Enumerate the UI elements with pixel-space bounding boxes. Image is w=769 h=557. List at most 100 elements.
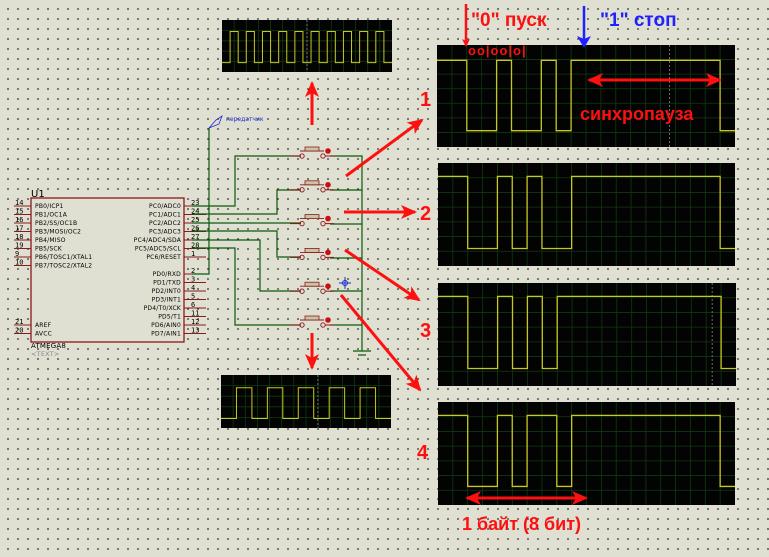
chip-ref-label: U1 [31, 189, 45, 200]
chip-pin-label: PC4/ADC4/SDA [134, 237, 182, 244]
chip-pin-label: PB1/OC1A [35, 212, 68, 219]
annotation-arrows [305, 4, 722, 505]
chip-pin-number: 5 [191, 293, 195, 301]
net-label-transmitter[interactable]: передатчик [208, 114, 264, 129]
button-indicator-icon [325, 148, 331, 154]
chip-pin-label: PB4/MISO [35, 237, 66, 244]
wire-pd0-net [192, 128, 210, 275]
channel-number-1: 1 [420, 89, 431, 111]
button-indicator-icon [325, 182, 331, 188]
push-buttons [290, 146, 334, 328]
chip-pin-number: 10 [15, 259, 23, 267]
chip-pin-label: PD3/INT1 [152, 297, 181, 304]
chip-pin-label: PC6/RESET [146, 254, 181, 261]
byte-label: 1 байт (8 бит) [462, 514, 581, 534]
chip-pin-label: PC0/ADC0 [149, 203, 181, 210]
scope-trace [438, 414, 735, 488]
chip-pin-number: 9 [15, 250, 19, 258]
scope-channel-2 [438, 163, 735, 266]
chip-pin-number: 26 [191, 225, 199, 233]
chip-pin-number: 21 [15, 318, 23, 326]
wire-common-ground-bus [330, 155, 363, 351]
button-indicator-icon [325, 283, 331, 290]
chip-pin-label: PD4/T0/XCK [144, 305, 182, 312]
chip-pin-number: 18 [15, 233, 23, 241]
chip-pin-label: PD1/TXD [153, 280, 181, 287]
chip-pin-number: 4 [191, 284, 195, 292]
push-button[interactable] [290, 315, 334, 328]
bit-sequence-label: oo|oo|o| [468, 43, 527, 58]
chip-pin-label: AREF [35, 322, 52, 329]
scope-trace [437, 59, 735, 132]
chip-pin-label: PD7/AIN1 [151, 331, 181, 338]
arrow-to-ch4-icon [339, 294, 422, 392]
scope-bottom-small [221, 375, 391, 428]
wire-pc4-btn5 [192, 239, 301, 292]
chip-pin-label: PD6/AIN0 [151, 322, 181, 329]
button-indicator-icon [325, 317, 331, 323]
net-label-text: передатчик [226, 116, 264, 123]
wire-pc1-btn2 [192, 189, 301, 215]
scope-trace [221, 387, 391, 419]
arrow-to-ch3-icon [344, 248, 421, 302]
chip-pin-number: 19 [15, 242, 23, 250]
chip-pin-number: 14 [15, 199, 23, 207]
scope-channel-1 [437, 45, 735, 147]
button-indicator-icon [325, 215, 331, 222]
chip-pin-label: PB3/MOSI/OC2 [35, 229, 81, 236]
scope-top-small [222, 20, 392, 72]
chip-pin-label: PD5/T1 [158, 314, 181, 321]
chip-pin-label: PB2/SS/OC1B [35, 220, 77, 227]
wire-pc3-btn4 [192, 230, 301, 258]
chip-pin-number: 23 [191, 199, 199, 207]
start-bit-label: "0" пуск [471, 10, 547, 31]
chip-pin-number: 15 [15, 208, 23, 216]
chip-pin-number: 11 [191, 310, 199, 318]
chip-pin-number: 16 [15, 216, 23, 224]
push-button[interactable] [290, 146, 334, 159]
push-button[interactable] [290, 180, 334, 193]
push-button[interactable] [290, 214, 334, 227]
chip-pin-label: PC3/ADC3 [149, 229, 181, 236]
chip-pin-number: 1 [191, 250, 195, 258]
wire-pc5-btn6 [192, 247, 301, 326]
chip-pin-label: PB5/SCK [35, 246, 63, 253]
chip-body [30, 197, 185, 343]
chip-pin-number: 17 [15, 225, 23, 233]
chip-pin-label: PD2/INT0 [152, 288, 181, 295]
scope-channel-4 [438, 402, 735, 505]
channel-number-2: 2 [420, 203, 431, 225]
chip-pin-label: PC2/ADC2 [149, 220, 181, 227]
push-button[interactable] [290, 281, 334, 294]
chip-pin-number: 13 [191, 327, 199, 335]
chip-part-label: ATMEGA8 [31, 342, 66, 350]
chip-pin-label: PB0/ICP1 [35, 203, 64, 210]
sync-pause-label: синхропауза [580, 104, 694, 124]
chip-pin-number: 12 [191, 318, 199, 326]
chip-pin-number: 6 [191, 301, 195, 309]
probe-crosshair-icon[interactable] [339, 277, 351, 289]
chip-pin-number: 3 [191, 276, 195, 284]
chip-pin-number: 20 [15, 327, 23, 335]
chip-pin-number: 25 [191, 216, 199, 224]
chip-pin-label: PD0/RXD [153, 271, 182, 278]
button-indicator-icon [325, 249, 331, 256]
chip-pin-label: PC1/ADC1 [149, 212, 181, 219]
channel-number-4: 4 [417, 442, 429, 464]
chip-pin-number: 27 [191, 233, 199, 241]
arrow-to-ch1-icon [345, 118, 424, 178]
chip-pin-label: PB6/TOSC1/XTAL1 [35, 254, 92, 261]
chip-pin-number: 28 [191, 242, 199, 250]
push-button[interactable] [290, 247, 334, 261]
scope-trace [438, 295, 736, 370]
channel-number-3: 3 [420, 320, 431, 342]
wires [192, 128, 371, 356]
chip-pin-label: PB7/TOSC2/XTAL2 [35, 263, 92, 270]
chip-pin-label: AVCC [35, 331, 52, 338]
chip-pin-label: PC5/ADC5/SCL [135, 246, 182, 253]
chip-pin-number: 2 [191, 267, 195, 275]
